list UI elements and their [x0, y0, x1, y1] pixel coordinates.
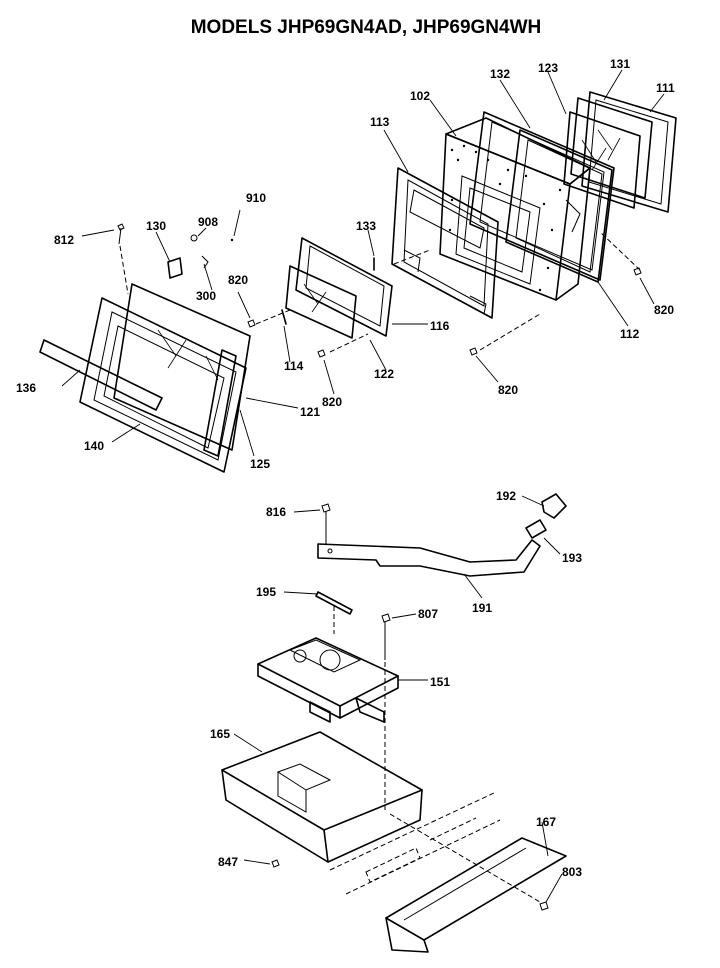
callout-125: 125 [250, 457, 270, 471]
bracket-alignment [389, 813, 541, 903]
part-847-screw [271, 859, 280, 868]
callout-114: 114 [284, 359, 304, 373]
callout-195: 195 [256, 585, 276, 599]
part-807-screw [381, 613, 391, 660]
callout-111: 111 [656, 81, 675, 95]
part-803-screw [539, 901, 549, 911]
callout-910: 910 [246, 191, 266, 205]
part-816-screw [321, 503, 331, 544]
callout-113: 113 [370, 115, 390, 129]
callout-140: 140 [84, 439, 104, 453]
part-125-trim [203, 349, 237, 457]
part-123-glass [563, 111, 641, 209]
callout-820-b: 820 [322, 395, 342, 409]
part-114-clip [281, 309, 287, 325]
callout-300: 300 [196, 289, 216, 303]
callout-167: 167 [536, 815, 556, 829]
callout-122: 122 [374, 367, 394, 381]
range-frame-outline [329, 791, 501, 895]
callout-116: 116 [430, 319, 450, 333]
leader-lines [61, 69, 665, 903]
callout-133: 133 [356, 219, 376, 233]
callout-820-d: 820 [654, 303, 674, 317]
callout-121: 121 [300, 405, 320, 419]
callout-192: 192 [496, 489, 516, 503]
part-193-sleeve [525, 519, 547, 539]
part-122-inner-panel [295, 237, 393, 337]
callout-191: 191 [472, 601, 492, 615]
diagram-title: MODELS JHP69GN4AD, JHP69GN4WH [191, 17, 542, 38]
callout-193: 193 [562, 551, 582, 565]
part-121-outer-glass [113, 283, 251, 451]
part-102-insulation-box [439, 117, 591, 301]
callout-820-a: 820 [228, 273, 248, 287]
part-116-window-glass [285, 265, 357, 339]
part-131-glass [570, 97, 653, 199]
part-192-knob [541, 493, 567, 519]
part-132-gasket [469, 111, 615, 281]
callout-165: 165 [210, 727, 230, 741]
callout-labels: 111 131 123 132 102 113 910 908 130 812 … [16, 57, 675, 879]
part-167-bracket [385, 837, 567, 953]
screw-icons [117, 223, 642, 358]
callout-136: 136 [16, 381, 36, 395]
part-165-housing [221, 731, 423, 863]
part-111-rear-panel [581, 91, 677, 213]
part-151-latch-mechanism [257, 637, 399, 723]
callout-112: 112 [620, 327, 640, 341]
callout-130: 130 [146, 219, 166, 233]
callout-807: 807 [418, 607, 438, 621]
part-113-inner-frame [391, 167, 499, 319]
alignment-lines [119, 231, 641, 353]
callout-820-c: 820 [498, 383, 518, 397]
small-parts-130-908-300-910 [167, 234, 234, 279]
callout-847: 847 [218, 855, 238, 869]
callout-132: 132 [490, 67, 510, 81]
callout-908: 908 [198, 215, 218, 229]
callout-803: 803 [562, 865, 582, 879]
callout-812: 812 [54, 233, 74, 247]
callout-102: 102 [410, 89, 430, 103]
part-191-latch-arm [317, 539, 541, 577]
part-136-handle [39, 339, 163, 411]
part-195-rod [315, 591, 353, 615]
callout-123: 123 [538, 61, 558, 75]
callout-816: 816 [266, 505, 286, 519]
callout-131: 131 [610, 57, 630, 71]
callout-151: 151 [430, 675, 450, 689]
